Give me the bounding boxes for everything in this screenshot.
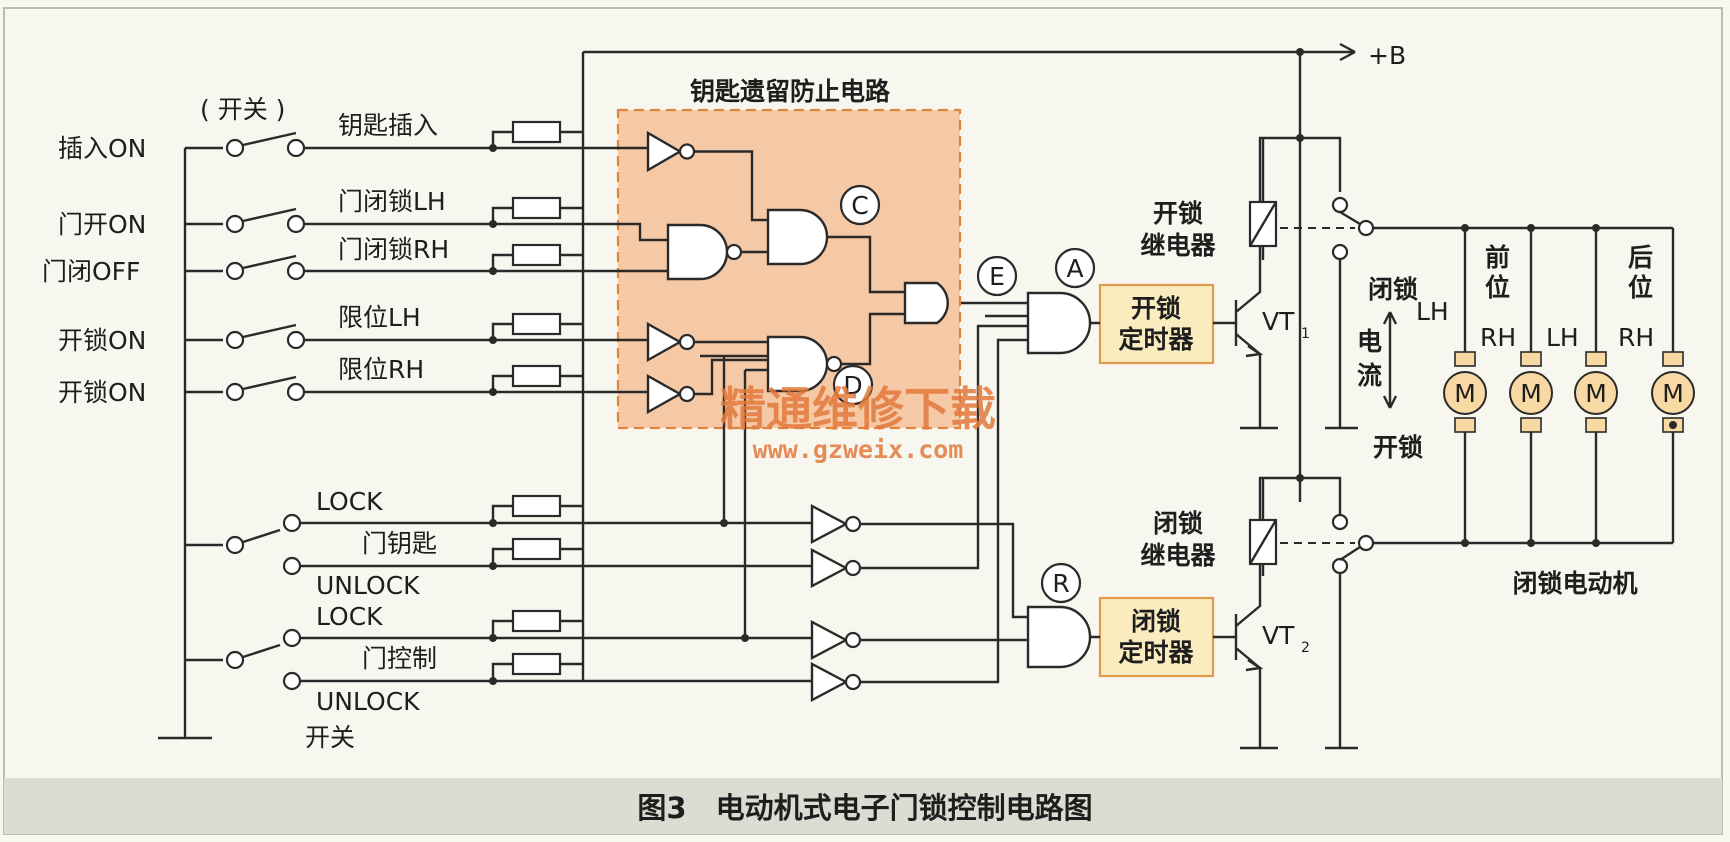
node-a: A [1066, 254, 1083, 283]
line-label-2: 门闭锁LH [338, 187, 446, 216]
switch-limit-lh [225, 323, 306, 350]
switch-limit-rh [225, 375, 306, 402]
svg-text:定时器: 定时器 [1118, 638, 1194, 667]
watermark-title: 精通维修下载 [720, 382, 996, 436]
node-c: C [851, 191, 868, 220]
input-label-4: 开锁ON [58, 326, 146, 355]
resistors [489, 120, 583, 685]
unlock-relay-label-2: 继电器 [1140, 231, 1216, 260]
ctrl-lock-label: LOCK [316, 602, 383, 631]
plus-b-label: +B [1368, 41, 1406, 70]
motor-rh-1: RH [1480, 323, 1516, 352]
door-lock-motors: M M M M [1443, 224, 1695, 547]
input-label-5: 开锁ON [58, 378, 146, 407]
current-label-2: 流 [1357, 361, 1382, 390]
ctrl-unlock-label: UNLOCK [316, 687, 420, 716]
vt2-sub: 2 [1301, 640, 1310, 656]
lock-timer: 闭锁 定时器 [1098, 596, 1215, 678]
key-lock-label: LOCK [316, 487, 383, 516]
motor-lh-1: LH [1416, 297, 1449, 326]
vt1-sub: 1 [1301, 326, 1310, 342]
figure-caption: 图3 电动机式电子门锁控制电路图 [637, 791, 1092, 825]
svg-text:M: M [1662, 379, 1684, 408]
transistor-vt2 [1234, 576, 1278, 750]
unlock-relay [1248, 52, 1673, 502]
svg-text:M: M [1585, 379, 1607, 408]
switch-group-label: ( 开关 ) [200, 95, 285, 124]
front-label-2: 位 [1485, 273, 1510, 302]
rear-label-2: 位 [1628, 273, 1653, 302]
key-unlock-label: UNLOCK [316, 571, 420, 600]
lock-relay [1248, 474, 1673, 750]
svg-text:定时器: 定时器 [1118, 325, 1194, 354]
svg-text:M: M [1520, 379, 1542, 408]
svg-text:M: M [1454, 379, 1476, 408]
node-markers: C D E A R [832, 184, 1096, 604]
rear-label-1: 后 [1628, 243, 1653, 272]
node-r: R [1052, 569, 1069, 598]
unlock-relay-label-1: 开锁 [1153, 199, 1203, 228]
input-label-3: 门闭OFF [42, 257, 140, 286]
input-label-1: 插入ON [58, 134, 146, 163]
svg-text:闭锁: 闭锁 [1131, 607, 1181, 636]
node-e: E [989, 262, 1005, 291]
line-label-3: 门闭锁RH [338, 235, 449, 264]
caption-bar [4, 778, 1722, 834]
svg-text:开锁: 开锁 [1131, 294, 1181, 323]
ctrl-switch-label: 门控制 [362, 644, 437, 673]
transistor-vt1 [1234, 260, 1278, 430]
current-lock-label: 闭锁 [1368, 275, 1418, 304]
lock-relay-label-2: 继电器 [1140, 541, 1216, 570]
unlock-timer: 开锁 定时器 [1098, 283, 1215, 365]
switch-door-lh [225, 207, 306, 234]
motor-lh-2: LH [1546, 323, 1579, 352]
switch-key-insert [225, 131, 306, 158]
line-label-4: 限位LH [338, 303, 421, 332]
switch-door-rh [225, 254, 306, 281]
current-label-1: 电 [1357, 327, 1382, 356]
current-unlock-label: 开锁 [1373, 433, 1423, 462]
ctrl-switch-suffix: 开关 [305, 723, 355, 752]
node-d: D [843, 371, 862, 400]
logic-gates [646, 130, 1092, 702]
watermark-url: www.gzweix.com [753, 435, 964, 464]
lock-relay-label-1: 闭锁 [1153, 509, 1203, 538]
box-title: 钥匙遗留防止电路 [690, 77, 891, 106]
line-label-5: 限位RH [338, 355, 424, 384]
switch-door-control [225, 628, 302, 691]
line-label-1: 钥匙插入 [338, 111, 438, 140]
motor-rh-2: RH [1618, 323, 1654, 352]
switch-door-key [225, 513, 302, 576]
vt2-label: VT [1262, 621, 1295, 650]
key-switch-label: 门钥匙 [362, 529, 437, 558]
vt1-label: VT [1262, 307, 1295, 336]
motor-group-label: 闭锁电动机 [1512, 569, 1637, 598]
front-label-1: 前 [1485, 243, 1510, 272]
input-label-2: 门开ON [58, 210, 146, 239]
